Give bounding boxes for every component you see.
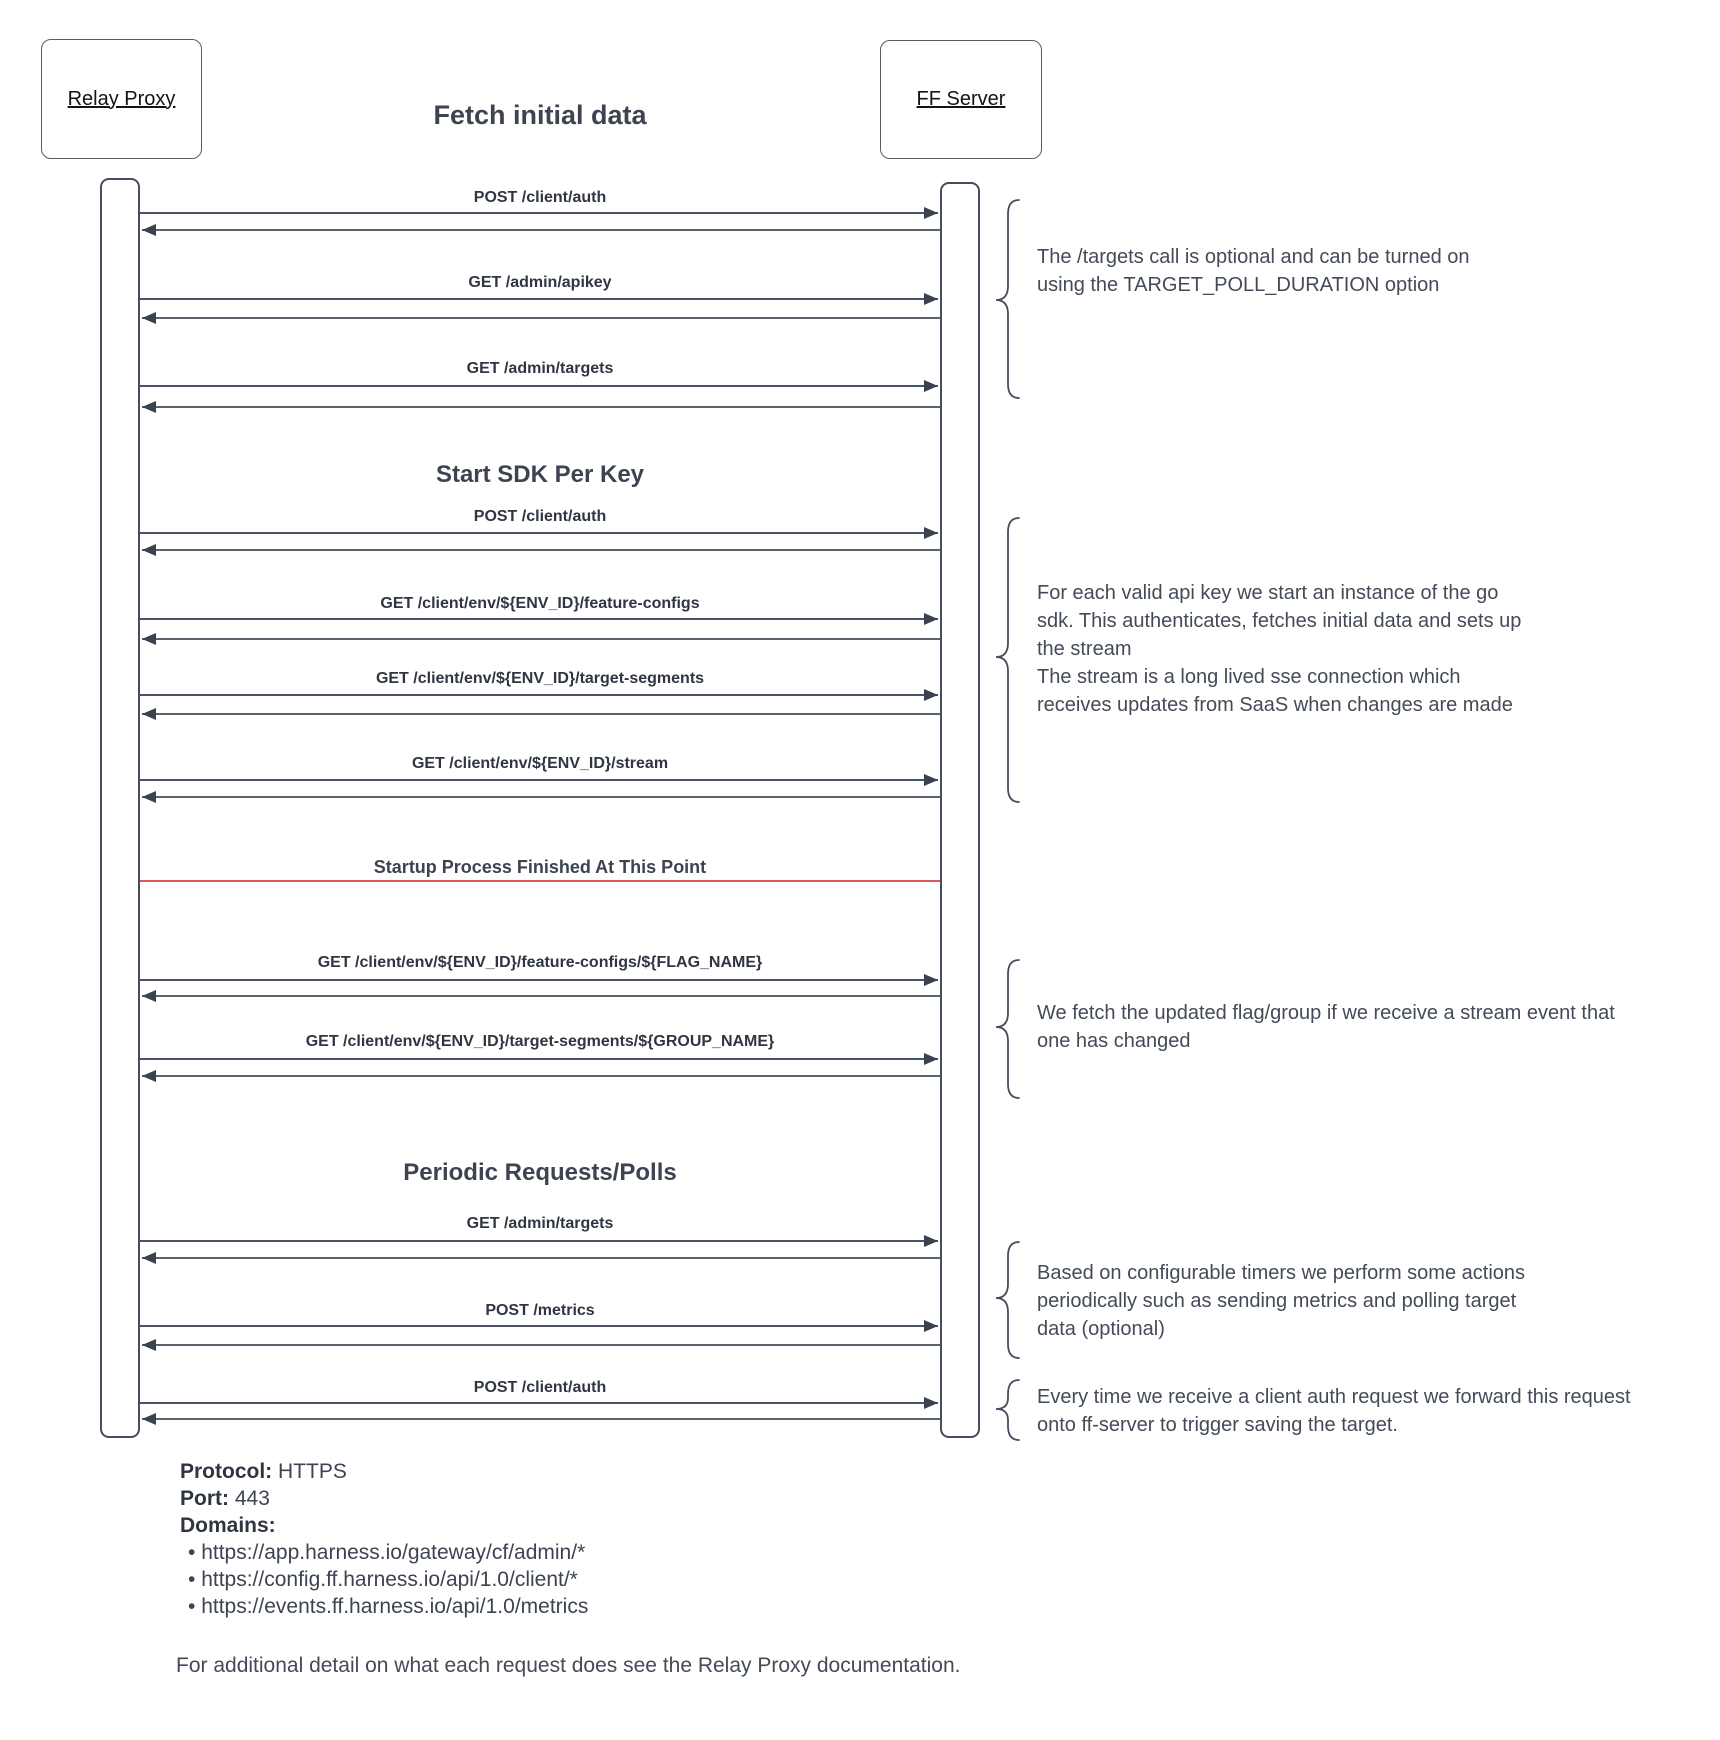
- milestone-label: Startup Process Finished At This Point: [373, 857, 707, 877]
- actor-ff-server: FF Server: [880, 40, 1042, 159]
- request-arrow: [140, 974, 938, 986]
- annotation-auth-forward: Every time we receive a client auth requ…: [1037, 1383, 1667, 1439]
- protocol-value: HTTPS: [272, 1460, 347, 1483]
- lifeline-ff-server: [940, 182, 980, 1438]
- section-heading-start-sdk: Start SDK Per Key: [435, 461, 645, 488]
- annotation-text: We fetch the updated flag/group if we re…: [1037, 1002, 1615, 1052]
- actor-relay-proxy-label: Relay Proxy: [67, 87, 176, 110]
- section-heading-periodic: Periodic Requests/Polls: [403, 1159, 677, 1186]
- brace-start-sdk: [995, 517, 1020, 803]
- domain-item: https://app.harness.io/gateway/cf/admin/…: [180, 1539, 588, 1566]
- protocol-label: Protocol:: [180, 1460, 273, 1483]
- diagram-title: Fetch initial data: [433, 100, 647, 130]
- request-arrow: [140, 527, 938, 539]
- request-arrow: [140, 1235, 938, 1247]
- response-arrow: [142, 633, 940, 645]
- annotation-text: Every time we receive a client auth requ…: [1037, 1386, 1631, 1436]
- message-label: GET /client/env/${ENV_ID}/target-segment…: [375, 670, 705, 687]
- response-arrow: [142, 791, 940, 803]
- annotation-text: The stream is a long lived sse connectio…: [1037, 666, 1513, 716]
- message-label: POST /client/auth: [473, 1379, 607, 1396]
- port-label: Port:: [180, 1487, 229, 1510]
- actor-relay-proxy: Relay Proxy: [41, 39, 202, 159]
- response-arrow: [142, 224, 940, 236]
- response-arrow: [142, 1413, 940, 1425]
- message-label: GET /client/env/${ENV_ID}/target-segment…: [305, 1033, 775, 1050]
- actor-ff-server-label: FF Server: [916, 88, 1006, 110]
- response-arrow: [142, 1339, 940, 1351]
- annotation-sdk-per-key: For each valid api key we start an insta…: [1037, 579, 1527, 719]
- message-label: POST /client/auth: [473, 508, 607, 525]
- annotation-text: The /targets call is optional and can be…: [1037, 246, 1470, 296]
- annotation-text: Based on configurable timers we perform …: [1037, 1262, 1526, 1340]
- message-label: GET /admin/targets: [466, 1215, 614, 1232]
- message-label: GET /client/env/${ENV_ID}/feature-config…: [380, 595, 700, 612]
- domain-item: https://events.ff.harness.io/api/1.0/met…: [180, 1593, 588, 1620]
- annotation-stream-event: We fetch the updated flag/group if we re…: [1037, 999, 1617, 1055]
- brace-fetch-initial: [995, 199, 1020, 399]
- request-arrow: [140, 293, 938, 305]
- annotation-targets-optional: The /targets call is optional and can be…: [1037, 243, 1517, 299]
- message-label: POST /client/auth: [473, 189, 607, 206]
- request-arrow: [140, 613, 938, 625]
- message-label: GET /client/env/${ENV_ID}/feature-config…: [317, 954, 763, 971]
- request-arrow: [140, 774, 938, 786]
- response-arrow: [142, 312, 940, 324]
- request-arrow: [140, 689, 938, 701]
- response-arrow: [142, 401, 940, 413]
- response-arrow: [142, 708, 940, 720]
- port-line: Port: 443: [180, 1485, 588, 1512]
- response-arrow: [142, 1252, 940, 1264]
- request-arrow: [140, 1053, 938, 1065]
- domains-heading: Domains:: [180, 1512, 588, 1539]
- message-label: GET /admin/apikey: [468, 274, 612, 291]
- brace-periodic: [995, 1241, 1020, 1359]
- response-arrow: [142, 544, 940, 556]
- brace-stream-updates: [995, 959, 1020, 1099]
- annotation-text: For each valid api key we start an insta…: [1037, 582, 1522, 660]
- request-arrow: [140, 207, 938, 219]
- response-arrow: [142, 990, 940, 1002]
- request-arrow: [140, 1397, 938, 1409]
- request-arrow: [140, 380, 938, 392]
- documentation-note: For additional detail on what each reque…: [176, 1654, 961, 1677]
- message-label: GET /client/env/${ENV_ID}/stream: [411, 755, 669, 772]
- connection-info: Protocol: HTTPS Port: 443 Domains: https…: [180, 1458, 588, 1620]
- message-label: GET /admin/targets: [466, 360, 614, 377]
- port-value: 443: [229, 1487, 270, 1510]
- response-arrow: [142, 1070, 940, 1082]
- annotation-periodic-timers: Based on configurable timers we perform …: [1037, 1259, 1537, 1343]
- domain-item: https://config.ff.harness.io/api/1.0/cli…: [180, 1566, 588, 1593]
- domains-label: Domains:: [180, 1514, 276, 1537]
- lifeline-relay-proxy: [100, 178, 140, 1438]
- brace-client-auth: [995, 1379, 1020, 1441]
- message-label: POST /metrics: [485, 1302, 595, 1319]
- protocol-line: Protocol: HTTPS: [180, 1458, 588, 1485]
- request-arrow: [140, 1320, 938, 1332]
